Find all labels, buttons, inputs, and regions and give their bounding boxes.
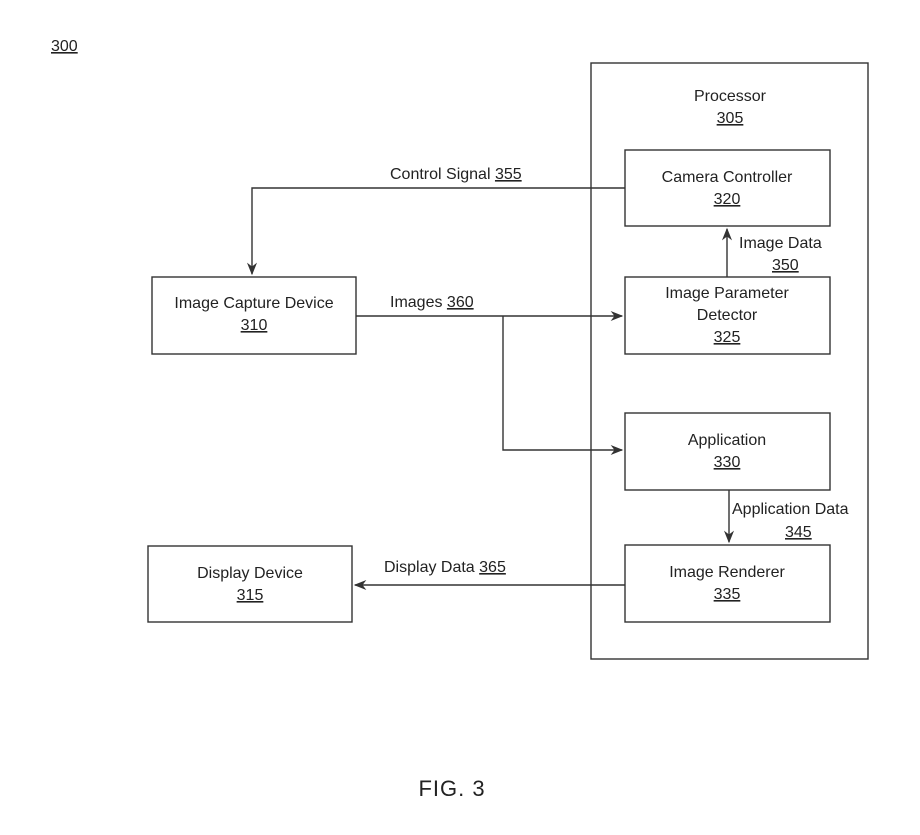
image-renderer-ref: 335 — [714, 586, 741, 603]
processor-title: Processor — [694, 88, 767, 105]
image-data-label: Image Data — [739, 235, 822, 252]
figure-ref-number: 300 — [51, 38, 78, 55]
image-parameter-detector-title-line2: Detector — [697, 307, 758, 324]
images-label: Images 360 — [390, 294, 474, 311]
display-device-block: Display Device 315 — [147, 545, 353, 623]
display-device-ref: 315 — [237, 587, 264, 604]
processor-container — [590, 62, 869, 660]
image-renderer-block: Image Renderer 335 — [624, 544, 831, 623]
application-ref: 330 — [714, 454, 741, 471]
camera-controller-ref: 320 — [714, 191, 741, 208]
image-data-ref: 350 — [772, 257, 799, 274]
image-renderer-title: Image Renderer — [669, 564, 785, 581]
camera-controller-block: Camera Controller 320 — [624, 149, 831, 227]
figure-caption: FIG. 3 — [418, 776, 485, 801]
image-capture-device-title: Image Capture Device — [174, 295, 333, 312]
display-data-label: Display Data 365 — [384, 559, 506, 576]
application-block: Application 330 — [624, 412, 831, 491]
camera-controller-title: Camera Controller — [662, 169, 793, 186]
application-title: Application — [688, 432, 766, 449]
image-capture-device-ref: 310 — [241, 317, 268, 334]
display-device-title: Display Device — [197, 565, 303, 582]
application-data-label: Application Data — [732, 501, 849, 518]
application-data-ref: 345 — [785, 524, 812, 541]
control-signal-label: Control Signal 355 — [390, 166, 522, 183]
control-signal-arrow — [246, 187, 625, 276]
images-arrow-to-application — [502, 316, 624, 456]
image-capture-device-block: Image Capture Device 310 — [151, 276, 357, 355]
image-parameter-detector-block: Image Parameter Detector 325 — [624, 276, 831, 355]
processor-ref: 305 — [717, 110, 744, 127]
image-parameter-detector-title-line1: Image Parameter — [665, 285, 789, 302]
image-parameter-detector-ref: 325 — [714, 329, 741, 346]
